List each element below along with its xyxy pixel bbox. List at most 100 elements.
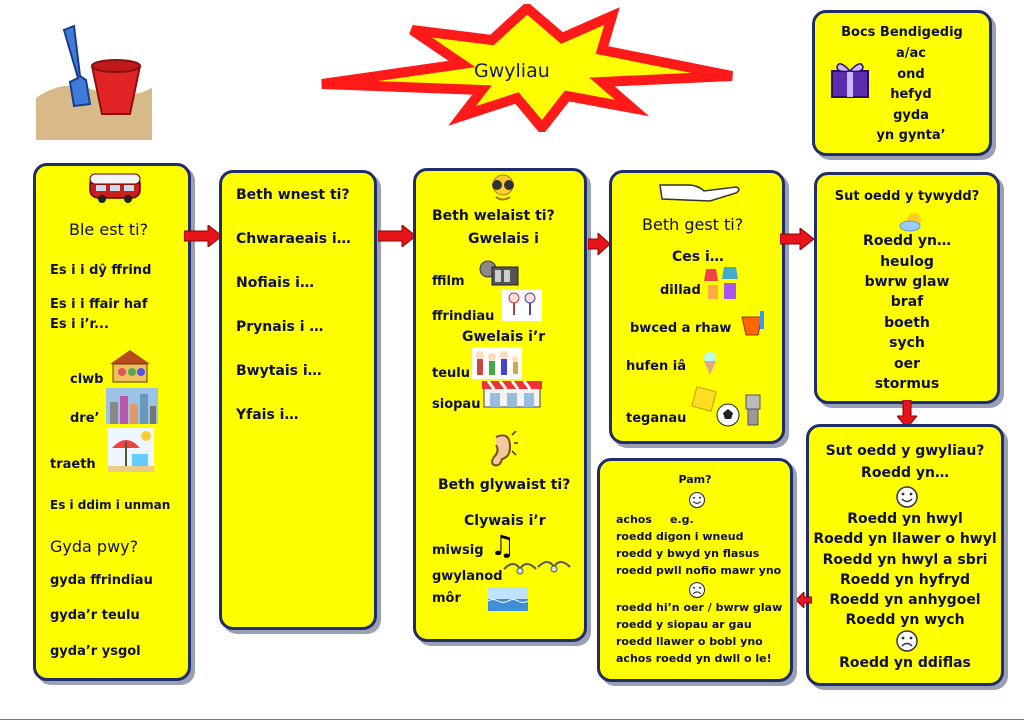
holiday-panel: Sut oedd y gwyliau? Roedd yn… Roedd yn h… [806, 424, 1004, 686]
with-who-line: gyda’r teulu [50, 608, 140, 623]
weather-word: braf [890, 294, 924, 310]
weather-word: boeth [884, 315, 930, 331]
film-reel-icon [479, 260, 519, 286]
saw-siopau: siopau [432, 397, 481, 412]
friends-icon [502, 289, 542, 321]
arrow-down-icon [897, 400, 917, 428]
holiday-good: Roedd yn wych [845, 612, 965, 628]
gift-box-icon [831, 63, 869, 98]
clothes-icon [704, 267, 738, 299]
arrow-right-icon [184, 225, 222, 247]
place-clwb: clwb [70, 372, 104, 387]
holiday-good: Roedd yn anhygoel [829, 592, 981, 608]
what-did-item: Yfais i… [236, 407, 299, 423]
with-who-line: gyda ffrindiau [50, 573, 153, 588]
where-line: Es i i’r... [50, 317, 109, 332]
heard-miwsig: miwsig [432, 543, 484, 558]
what-did-item: Bwytais i… [236, 363, 322, 379]
title-star-shape [321, 4, 733, 132]
what-did-item: Chwaraeais i… [236, 231, 351, 247]
why-bad: roedd llawer o bobl yno [616, 635, 763, 648]
music-note-icon: ♫ [490, 529, 516, 562]
arrow-right-icon [378, 225, 416, 247]
page-bottom-rule [0, 719, 1024, 720]
place-dre: dre’ [70, 411, 100, 426]
heard-clywais: Clywais i’r [464, 513, 546, 529]
sea-icon [488, 587, 528, 611]
bocs-word: a/ac [896, 46, 926, 61]
with-who-line: gyda’r ysgol [50, 644, 141, 659]
happy-face-icon [896, 486, 918, 508]
where-nowhere: Es i ddim i unman [50, 498, 171, 512]
happy-face-icon [688, 491, 706, 509]
weather-word: bwrw glaw [864, 274, 950, 290]
why-bad: achos roedd yn dwll o le! [616, 652, 772, 665]
why-heading: Pam? [678, 473, 712, 486]
holiday-good: Roedd yn llawer o hwyl [813, 531, 997, 547]
where-question: Ble est ti? [69, 220, 149, 239]
why-good: roedd y bwyd yn flasus [616, 547, 760, 560]
ice-cream-icon [704, 352, 716, 375]
weather-panel: Sut oedd y tywydd? Roedd yn… heulog bwrw… [814, 172, 1000, 404]
where-line: Es i i ffair haf [50, 297, 148, 312]
seagulls-icon [503, 561, 571, 575]
what-did-item: Prynais i … [236, 319, 324, 335]
what-did-panel: Beth wnest ti? Chwaraeais i… Nofiais i… … [219, 170, 377, 630]
got-dillad: dillad [660, 283, 701, 298]
weather-word: sych [889, 335, 925, 351]
why-bad: roedd y siopau ar gau [616, 618, 752, 631]
page-title: Gwyliau [474, 60, 550, 82]
weather-word: oer [893, 356, 921, 372]
saw-ffrindiau: ffrindiau [432, 309, 495, 324]
holiday-good: Roedd yn hwyl a sbri [822, 552, 988, 568]
saw-ffilm: ffilm [432, 274, 465, 289]
what-did-question: Beth wnest ti? [236, 187, 350, 203]
family-icon [472, 347, 522, 379]
why-eg: e.g. [670, 513, 694, 526]
heard-gwylanod: gwylanod [432, 569, 503, 584]
saw-question: Beth welaist ti? [432, 208, 555, 224]
bocs-heading: Bocs Bendigedig [841, 25, 963, 40]
with-who-question: Gyda pwy? [50, 537, 139, 556]
why-panel: Pam? achos e.g. roedd digon i wneud roed… [597, 458, 793, 682]
bucket-spade-illustration [36, 24, 152, 140]
bocs-word: ond [897, 67, 925, 82]
heard-mor: môr [432, 591, 461, 606]
saw-gwelaisr: Gwelais i’r [462, 329, 546, 345]
what-did-item: Nofiais i… [236, 275, 314, 291]
sad-face-icon [896, 630, 918, 652]
place-traeth: traeth [50, 457, 96, 472]
bucket-spade-icon [741, 311, 764, 336]
saw-heard-panel: Beth welaist ti? Gwelais i ffilm ffrindi… [413, 168, 587, 642]
bocs-word: gyda [893, 108, 929, 123]
campervan-icon [89, 173, 141, 203]
beach-icon [108, 428, 154, 472]
got-question: Beth gest ti? [642, 215, 744, 234]
shops-icon [482, 380, 542, 408]
holiday-good: Roedd yn hyfryd [839, 572, 970, 588]
why-bad: roedd hi’n oer / bwrw glaw [616, 601, 783, 614]
got-ces: Ces i… [672, 249, 724, 265]
arrow-right-icon [780, 228, 814, 250]
heard-question: Beth glywaist ti? [438, 477, 571, 493]
open-hand-icon [659, 184, 740, 202]
weather-word: heulog [880, 254, 934, 270]
toys-icon [691, 386, 761, 427]
town-icon [106, 388, 158, 424]
arrow-left-icon [796, 592, 812, 608]
weather-question: Sut oedd y tywydd? [834, 189, 980, 204]
holiday-roedd: Roedd yn… [861, 465, 949, 481]
club-house-icon [110, 350, 150, 383]
where-panel: Ble est ti? Es i i dŷ ffrind Es i i ffai… [33, 163, 191, 681]
holiday-question: Sut oedd y gwyliau? [825, 443, 985, 459]
bocs-word: hefyd [890, 87, 932, 102]
holiday-bad: Roedd yn ddiflas [839, 655, 971, 671]
why-achos: achos [616, 513, 652, 526]
got-panel: Beth gest ti? Ces i… dillad bwced a rhaw… [609, 170, 785, 444]
binoculars-icon [492, 174, 514, 201]
got-bwced: bwced a rhaw [630, 321, 732, 336]
why-good: roedd pwll nofio mawr yno [616, 564, 782, 577]
sad-face-icon [688, 581, 706, 599]
sun-cloud-icon [899, 213, 921, 232]
got-teganau: teganau [626, 411, 687, 426]
